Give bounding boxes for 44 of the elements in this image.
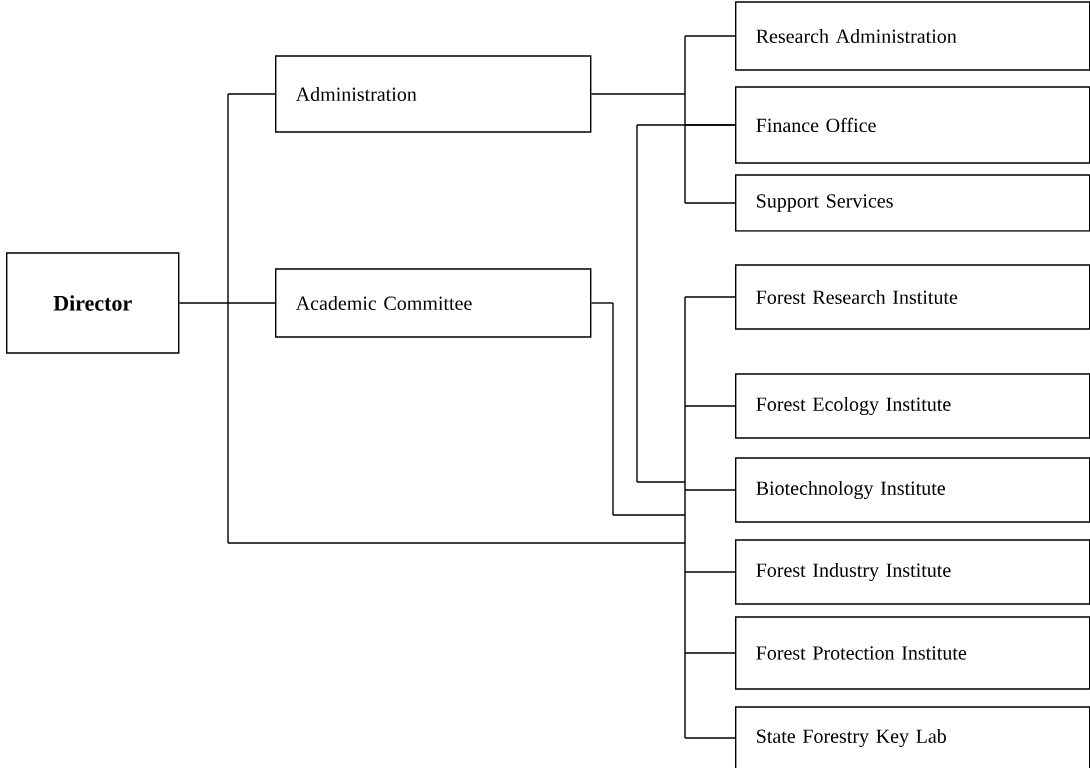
- unit-box: Academic Committee: [275, 268, 592, 338]
- connector-line: [612, 302, 614, 516]
- connector-line: [684, 652, 736, 654]
- connector-line: [684, 35, 686, 95]
- unit-box: Forest Ecology Institute: [735, 373, 1090, 439]
- connector-line: [684, 296, 736, 298]
- connector-line: [590, 302, 614, 304]
- connector-line: [636, 124, 736, 126]
- unit-box: Forest Industry Institute: [735, 539, 1090, 605]
- connector-line: [684, 296, 686, 407]
- connector-line: [227, 93, 276, 95]
- unit-box: Finance Office: [735, 86, 1090, 164]
- unit-box: Biotechnology Institute: [735, 457, 1090, 523]
- connector-line: [684, 405, 736, 407]
- unit-box: Forest Protection Institute: [735, 616, 1090, 690]
- connector-line: [636, 124, 638, 483]
- connector-line: [684, 481, 686, 491]
- connector-line: [684, 35, 736, 37]
- connector-line: [684, 405, 686, 483]
- director-box: Director: [6, 252, 180, 354]
- connector-line: [590, 93, 686, 95]
- connector-line: [684, 652, 686, 739]
- unit-box: Research Administration: [735, 1, 1090, 71]
- connector-line: [684, 489, 686, 516]
- unit-box: Support Services: [735, 174, 1090, 232]
- connector-line: [227, 93, 229, 304]
- unit-box: Forest Research Institute: [735, 264, 1090, 330]
- connector-line: [684, 124, 686, 204]
- connector-line: [684, 93, 686, 126]
- connector-line: [684, 489, 736, 491]
- connector-line: [178, 302, 229, 304]
- unit-box: Administration: [275, 55, 592, 133]
- connector-line: [684, 571, 686, 654]
- connector-line: [684, 571, 736, 573]
- connector-line: [227, 302, 276, 304]
- connector-line: [684, 737, 736, 739]
- connector-line: [227, 542, 686, 544]
- connector-line: [684, 514, 686, 544]
- connector-line: [684, 542, 686, 573]
- unit-box: State Forestry Key Lab: [735, 706, 1090, 768]
- connector-line: [612, 514, 686, 516]
- connector-line: [636, 481, 686, 483]
- connector-line: [227, 302, 229, 544]
- connector-line: [684, 202, 736, 204]
